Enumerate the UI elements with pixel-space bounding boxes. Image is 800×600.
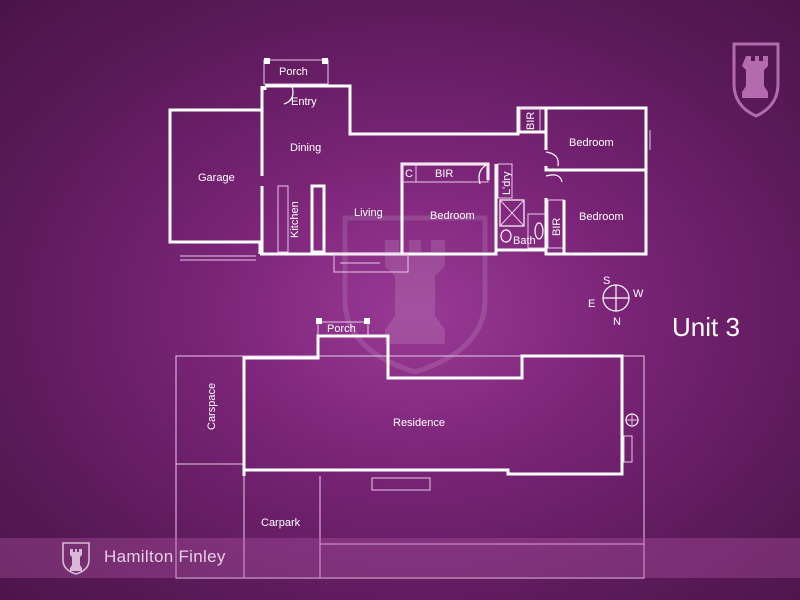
room-label-bir-top: BIR (525, 112, 537, 130)
room-label-kitchen: Kitchen (289, 201, 301, 238)
compass-w: W (633, 288, 644, 300)
castle-rook-shield-icon (62, 542, 90, 575)
compass-e: E (588, 298, 595, 310)
castle-shield-logo-icon (732, 42, 780, 118)
upper-floor-plan (168, 58, 651, 273)
room-label-bedroom-top: Bedroom (569, 137, 614, 149)
room-label-bedroom-right: Bedroom (579, 211, 624, 223)
room-label-garage: Garage (198, 172, 235, 184)
room-label-porch-top: Porch (279, 66, 308, 78)
room-label-c: C (405, 168, 413, 180)
site-label-carpark: Carpark (261, 517, 301, 529)
center-watermark-icon (342, 215, 488, 375)
room-label-bedroom-mid: Bedroom (430, 210, 475, 222)
room-label-bir-mid: BIR (435, 168, 453, 180)
site-plan (175, 318, 645, 579)
room-label-bath: Bath (513, 235, 536, 247)
site-label-carspace: Carspace (206, 383, 218, 430)
unit-label: Unit 3 (672, 312, 740, 342)
footer-band (0, 538, 800, 578)
site-label-residence: Residence (393, 417, 445, 429)
room-label-entry: Entry (291, 96, 317, 108)
site-label-porch: Porch (327, 323, 356, 335)
room-label-bir-right: BIR (551, 218, 563, 236)
room-label-living: Living (354, 207, 383, 219)
brand-name: Hamilton Finley (104, 547, 226, 566)
compass-s: S (603, 275, 610, 287)
room-label-ldry: L'dry (501, 171, 513, 195)
compass-n: N (613, 316, 621, 328)
room-label-dining: Dining (290, 142, 321, 154)
compass-icon (602, 284, 630, 312)
